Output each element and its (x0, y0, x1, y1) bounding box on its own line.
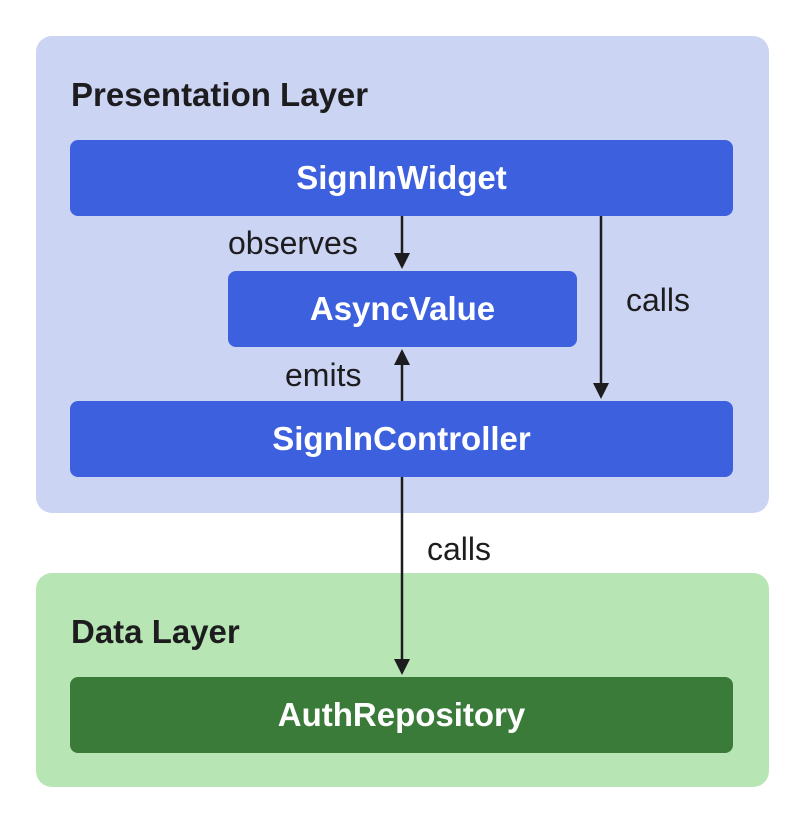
observes-label: observes (228, 225, 358, 261)
async-value-node: AsyncValue (228, 271, 577, 347)
sign-in-controller-node: SignInController (70, 401, 733, 477)
calls-repository-arrowhead (394, 659, 410, 675)
calls-controller-label: calls (626, 282, 691, 318)
emits-label: emits (285, 357, 362, 393)
data-layer-title: Data Layer (71, 613, 240, 650)
observes-arrowhead (394, 253, 410, 269)
emits-arrowhead (394, 349, 410, 365)
auth-repository-node: AuthRepository (70, 677, 733, 753)
calls-repository-label: calls (427, 531, 492, 567)
calls-controller-arrowhead (593, 383, 609, 399)
sign-in-widget-node: SignInWidget (70, 140, 733, 216)
presentation-layer-title: Presentation Layer (71, 76, 369, 113)
